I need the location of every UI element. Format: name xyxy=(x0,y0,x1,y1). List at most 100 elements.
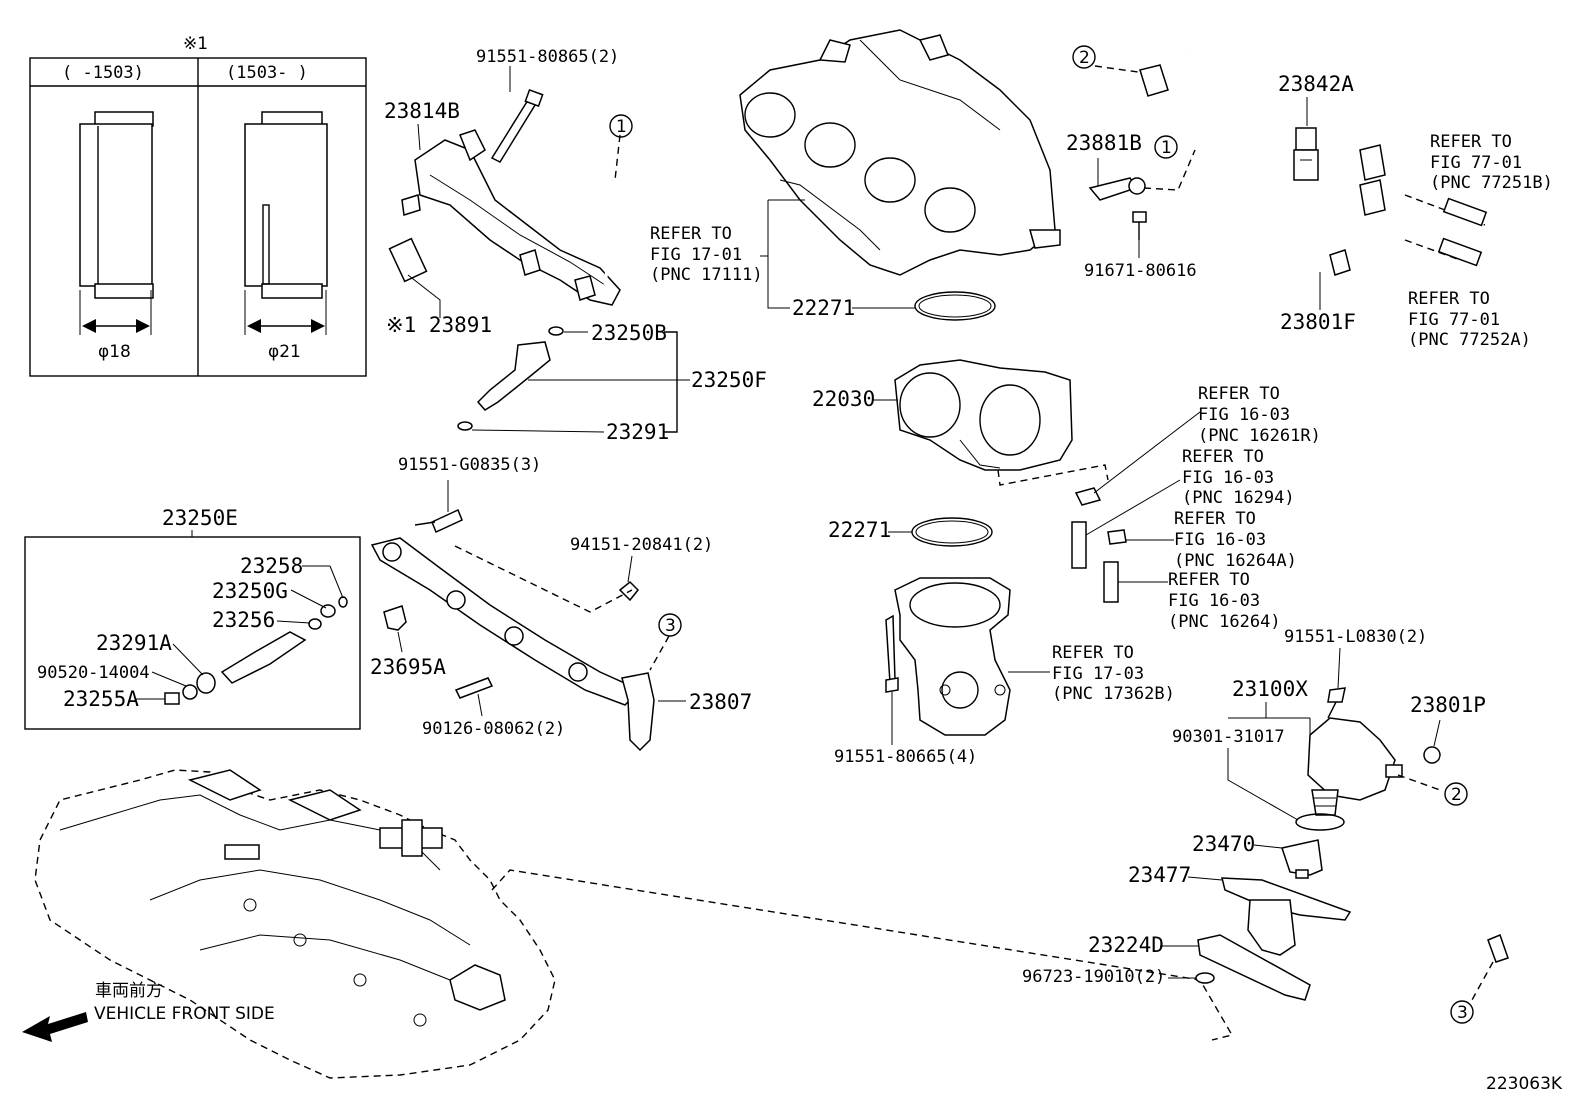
label-22271-mid: 22271 xyxy=(828,518,891,542)
gasket-22271-mid xyxy=(911,517,993,547)
throttle-body-22030 xyxy=(894,359,1073,471)
ref-fig17-03-l3: (PNC 17362B) xyxy=(1052,684,1175,704)
fuel-pump-23100X xyxy=(1295,687,1403,831)
ref-fig16-03c-l3: (PNC 16264A) xyxy=(1174,551,1297,571)
injector-23250F xyxy=(457,326,564,431)
ref-fig16-03a-l2: FIG 16-03 xyxy=(1198,405,1290,425)
svg-text:2: 2 xyxy=(1079,48,1090,68)
label-91551-L0830: 91551-L0830(2) xyxy=(1284,627,1427,647)
svg-text:3: 3 xyxy=(1457,1003,1468,1023)
ref-fig16-03b-l1: REFER TO xyxy=(1182,447,1264,467)
illustration-code: 223063K xyxy=(1486,1074,1563,1094)
label-90301-31017: 90301-31017 xyxy=(1172,727,1285,747)
inset-col-right: (1503- ) xyxy=(226,63,308,83)
ref-fig77-01b-l1: REFER TO xyxy=(1408,289,1490,309)
ref-fig77-01a-l1: REFER TO xyxy=(1430,132,1512,152)
inset-dia-right: φ21 xyxy=(268,342,301,362)
clamp-23881B xyxy=(1088,177,1147,240)
fuel-tube-23801P xyxy=(1423,746,1517,963)
intake-adapter xyxy=(894,577,1011,736)
pump-housing-23477 xyxy=(1221,877,1352,956)
label-91671-80616: 91671-80616 xyxy=(1084,261,1197,281)
ref-fig16-03a-l1: REFER TO xyxy=(1198,384,1280,404)
label-22030: 22030 xyxy=(812,387,875,411)
label-23807: 23807 xyxy=(689,690,752,714)
box-23250E xyxy=(24,536,361,730)
label-91551-G0835: 91551-G0835(3) xyxy=(398,455,541,475)
label-90126-08062: 90126-08062(2) xyxy=(422,719,565,739)
inset-dia-left: φ18 xyxy=(98,342,131,362)
connector-23842A xyxy=(1293,127,1319,181)
fuel-delivery-pipe-lower xyxy=(370,508,655,752)
ref-fig16-03d-l3: (PNC 16264) xyxy=(1168,612,1281,632)
svg-text:1: 1 xyxy=(1161,138,1172,158)
gasket-22271-top xyxy=(914,291,996,321)
label-23250F: 23250F xyxy=(691,368,767,392)
label-23801P: 23801P xyxy=(1410,693,1486,717)
gasket-23224D xyxy=(1197,934,1311,1001)
ref-fig16-03b-l2: FIG 16-03 xyxy=(1182,468,1274,488)
svg-text:1: 1 xyxy=(616,117,627,137)
label-23250B: 23250B xyxy=(591,321,667,345)
callout-1-top: 1 xyxy=(609,114,633,138)
label-91551-80865: 91551-80865(2) xyxy=(476,47,619,67)
label-94151-20841: 94151-20841(2) xyxy=(570,535,713,555)
fuel-delivery-pipe-upper xyxy=(388,89,621,306)
label-23250E: 23250E xyxy=(162,506,238,530)
label-23291A: 23291A xyxy=(96,631,172,655)
label-23470: 23470 xyxy=(1192,832,1255,856)
label-23695A: 23695A xyxy=(370,655,446,679)
label-23881B: 23881B xyxy=(1066,131,1142,155)
front-arrow-icon xyxy=(22,1012,88,1042)
ref-fig17-01-l2: FIG 17-01 xyxy=(650,245,742,265)
ref-fig16-03d-l1: REFER TO xyxy=(1168,570,1250,590)
ref-fig17-03-l1: REFER TO xyxy=(1052,643,1134,663)
fuel-tube-23801F xyxy=(1139,49,1408,276)
label-23291: 23291 xyxy=(606,420,669,444)
callout-2-pump: 2 xyxy=(1444,782,1468,806)
label-23842A: 23842A xyxy=(1278,72,1354,96)
callout-3-tube: 3 xyxy=(1450,1000,1474,1024)
ref-fig16-03c-l2: FIG 16-03 xyxy=(1174,530,1266,550)
ref-fig77-01a-l2: FIG 77-01 xyxy=(1430,153,1522,173)
label-91551-80665: 91551-80665(4) xyxy=(834,747,977,767)
lifter-23470 xyxy=(1281,839,1323,879)
svg-text:3: 3 xyxy=(665,616,676,636)
vehicle-front-indicator: 車両前方 VEHICLE FRONT SIDE xyxy=(22,981,275,1042)
ref-fig16-03c-l1: REFER TO xyxy=(1174,509,1256,529)
label-23256: 23256 xyxy=(212,608,275,632)
label-96723-19010: 96723-19010(2) xyxy=(1022,967,1165,987)
label-23814B: 23814B xyxy=(384,99,460,123)
o-ring-96723 xyxy=(1195,972,1215,984)
label-23477: 23477 xyxy=(1128,863,1191,887)
ref-fig16-03b-l3: (PNC 16294) xyxy=(1182,488,1295,508)
label-90520-14004: 90520-14004 xyxy=(37,663,150,683)
intake-manifold xyxy=(739,29,1061,276)
ref-fig77-01a-l3: (PNC 77251B) xyxy=(1430,173,1553,193)
label-23255A: 23255A xyxy=(63,687,139,711)
inset-col-left: ( -1503) xyxy=(62,63,144,83)
ref-fig17-01-l1: REFER TO xyxy=(650,224,732,244)
svg-text:2: 2 xyxy=(1451,785,1462,805)
inset-table: ※1 ( -1503) (1503- ) φ18 xyxy=(29,34,367,377)
label-23258: 23258 xyxy=(240,554,303,578)
ref-fig17-03-l2: FIG 17-03 xyxy=(1052,664,1144,684)
ref-fig16-03a-l3: (PNC 16261R) xyxy=(1198,426,1321,446)
label-23801F: 23801F xyxy=(1280,310,1356,334)
callout-2-top: 2 xyxy=(1072,45,1096,69)
ref-fig77-01b-l3: (PNC 77252A) xyxy=(1408,330,1531,350)
vehicle-front-english: VEHICLE FRONT SIDE xyxy=(94,1004,275,1024)
inset-note-mark: ※1 xyxy=(183,34,208,54)
ref-fig17-01-l3: (PNC 17111) xyxy=(650,265,763,285)
label-23250G: 23250G xyxy=(212,579,288,603)
vehicle-front-japanese: 車両前方 xyxy=(95,981,163,1001)
filter-21-drawing xyxy=(244,111,328,335)
label-23100X: 23100X xyxy=(1232,677,1308,701)
engine-block-outline xyxy=(34,769,556,1079)
label-23224D: 23224D xyxy=(1088,933,1164,957)
ref-fig16-03d-l2: FIG 16-03 xyxy=(1168,591,1260,611)
filter-18-drawing xyxy=(79,111,154,335)
throttle-hoses xyxy=(1071,487,1127,603)
injector-kit-drawing xyxy=(164,596,348,705)
